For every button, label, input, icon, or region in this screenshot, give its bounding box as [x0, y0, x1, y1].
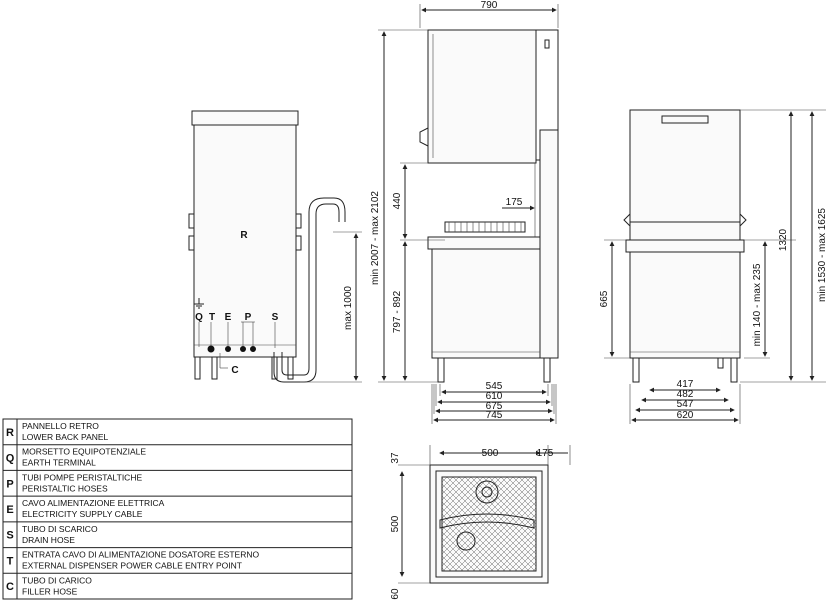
dim-front-w4: 620 — [677, 410, 694, 421]
hood-handle — [419, 127, 429, 147]
front-hood-panel — [661, 115, 709, 124]
side-view: 790 175 min 2007 - max 2102 440 797 - 89… — [370, 0, 559, 424]
dim-top-width: 790 — [481, 0, 498, 11]
dim-w2: 610 — [486, 391, 503, 402]
label-e: E — [225, 312, 232, 323]
legend-key-q: Q — [6, 453, 15, 465]
legend-english-e: ELECTRICITY SUPPLY CABLE — [22, 509, 143, 519]
dim-hood-height: 440 — [392, 192, 403, 209]
dim-max-height: max 1000 — [343, 286, 354, 330]
front-view: 417 482 547 620 665 min 140 - max 235 13… — [599, 109, 828, 424]
legend-english-p: PERISTALTIC HOSES — [22, 483, 108, 493]
legend-key-p: P — [6, 478, 13, 490]
dim-front-max: min 1530 - max 1625 — [817, 208, 828, 302]
label-p: P — [245, 312, 252, 323]
dim-total-height: min 2007 - max 2102 — [370, 191, 381, 285]
legend-italian-r: PANNELLO RETRO — [22, 421, 99, 431]
legend-key-t: T — [7, 555, 14, 567]
legend-italian-e: CAVO ALIMENTAZIONE ELETTRICA — [22, 498, 165, 508]
top-rack-grid — [441, 476, 537, 572]
label-r: R — [240, 230, 248, 241]
legend-key-e: E — [6, 504, 13, 516]
legend-italian-t: ENTRATA CAVO DI ALIMENTAZIONE DOSATORE E… — [22, 550, 259, 560]
legend-table — [2, 418, 353, 600]
legend-english-s: DRAIN HOSE — [22, 535, 75, 545]
label-s: S — [272, 312, 279, 323]
back-panel — [193, 124, 297, 358]
back-view: max 1000 R Q T E P S C — [188, 110, 362, 383]
earth-icon — [194, 298, 204, 309]
legend-key-s: S — [6, 530, 13, 542]
dim-top-width: 500 — [482, 448, 499, 459]
legend-english-c: FILLER HOSE — [22, 586, 78, 596]
side-hood — [427, 29, 537, 164]
label-t: T — [209, 312, 215, 323]
dim-top-depth: 500 — [390, 515, 401, 532]
legend-english-t: EXTERNAL DISPENSER POWER CABLE ENTRY POI… — [22, 561, 242, 571]
dim-w4: 745 — [486, 410, 503, 421]
legend-key-c: C — [6, 581, 14, 593]
dim-front-body-height: 665 — [599, 290, 610, 307]
legend-italian-q: MORSETTO EQUIPOTENZIALE — [22, 447, 146, 457]
legend-english-q: EARTH TERMINAL — [22, 458, 96, 468]
dim-w1: 545 — [486, 381, 503, 392]
dim-w3: 675 — [486, 401, 503, 412]
dim-top-d-top: 37 — [390, 452, 401, 464]
dim-front-w3: 547 — [677, 399, 694, 410]
connection-e — [225, 346, 231, 352]
side-column — [539, 129, 559, 359]
back-top-cap — [191, 110, 299, 126]
label-q: Q — [195, 312, 203, 323]
connection-t — [207, 345, 215, 353]
connection-p1 — [240, 346, 246, 352]
legend-italian-p: TUBI POMPE PERISTALTICHE — [22, 472, 142, 482]
wash-arm — [439, 513, 535, 529]
drain-hose — [273, 203, 340, 383]
dim-front-total: 1320 — [778, 228, 789, 251]
side-lower-body — [431, 248, 541, 359]
dim-top-side: 175 — [537, 448, 554, 459]
dim-overhang: 175 — [506, 197, 523, 208]
label-c: C — [231, 365, 238, 376]
top-view: 500 175 37 500 60 — [390, 445, 571, 600]
dim-top-d-bottom: 60 — [390, 588, 401, 600]
legend-key-r: R — [6, 427, 14, 439]
connection-p2 — [250, 346, 256, 352]
dim-front-feet: min 140 - max 235 — [752, 263, 763, 346]
legend-italian-c: TUBO DI CARICO — [22, 575, 92, 585]
dim-front-w1: 417 — [677, 379, 694, 390]
legend-italian-s: TUBO DI SCARICO — [22, 524, 98, 534]
legend-english-r: LOWER BACK PANEL — [22, 432, 109, 442]
dim-front-w2: 482 — [677, 389, 694, 400]
front-lower-body — [629, 251, 741, 359]
front-hood — [629, 109, 741, 241]
dim-work-height: 797 - 892 — [392, 290, 403, 333]
